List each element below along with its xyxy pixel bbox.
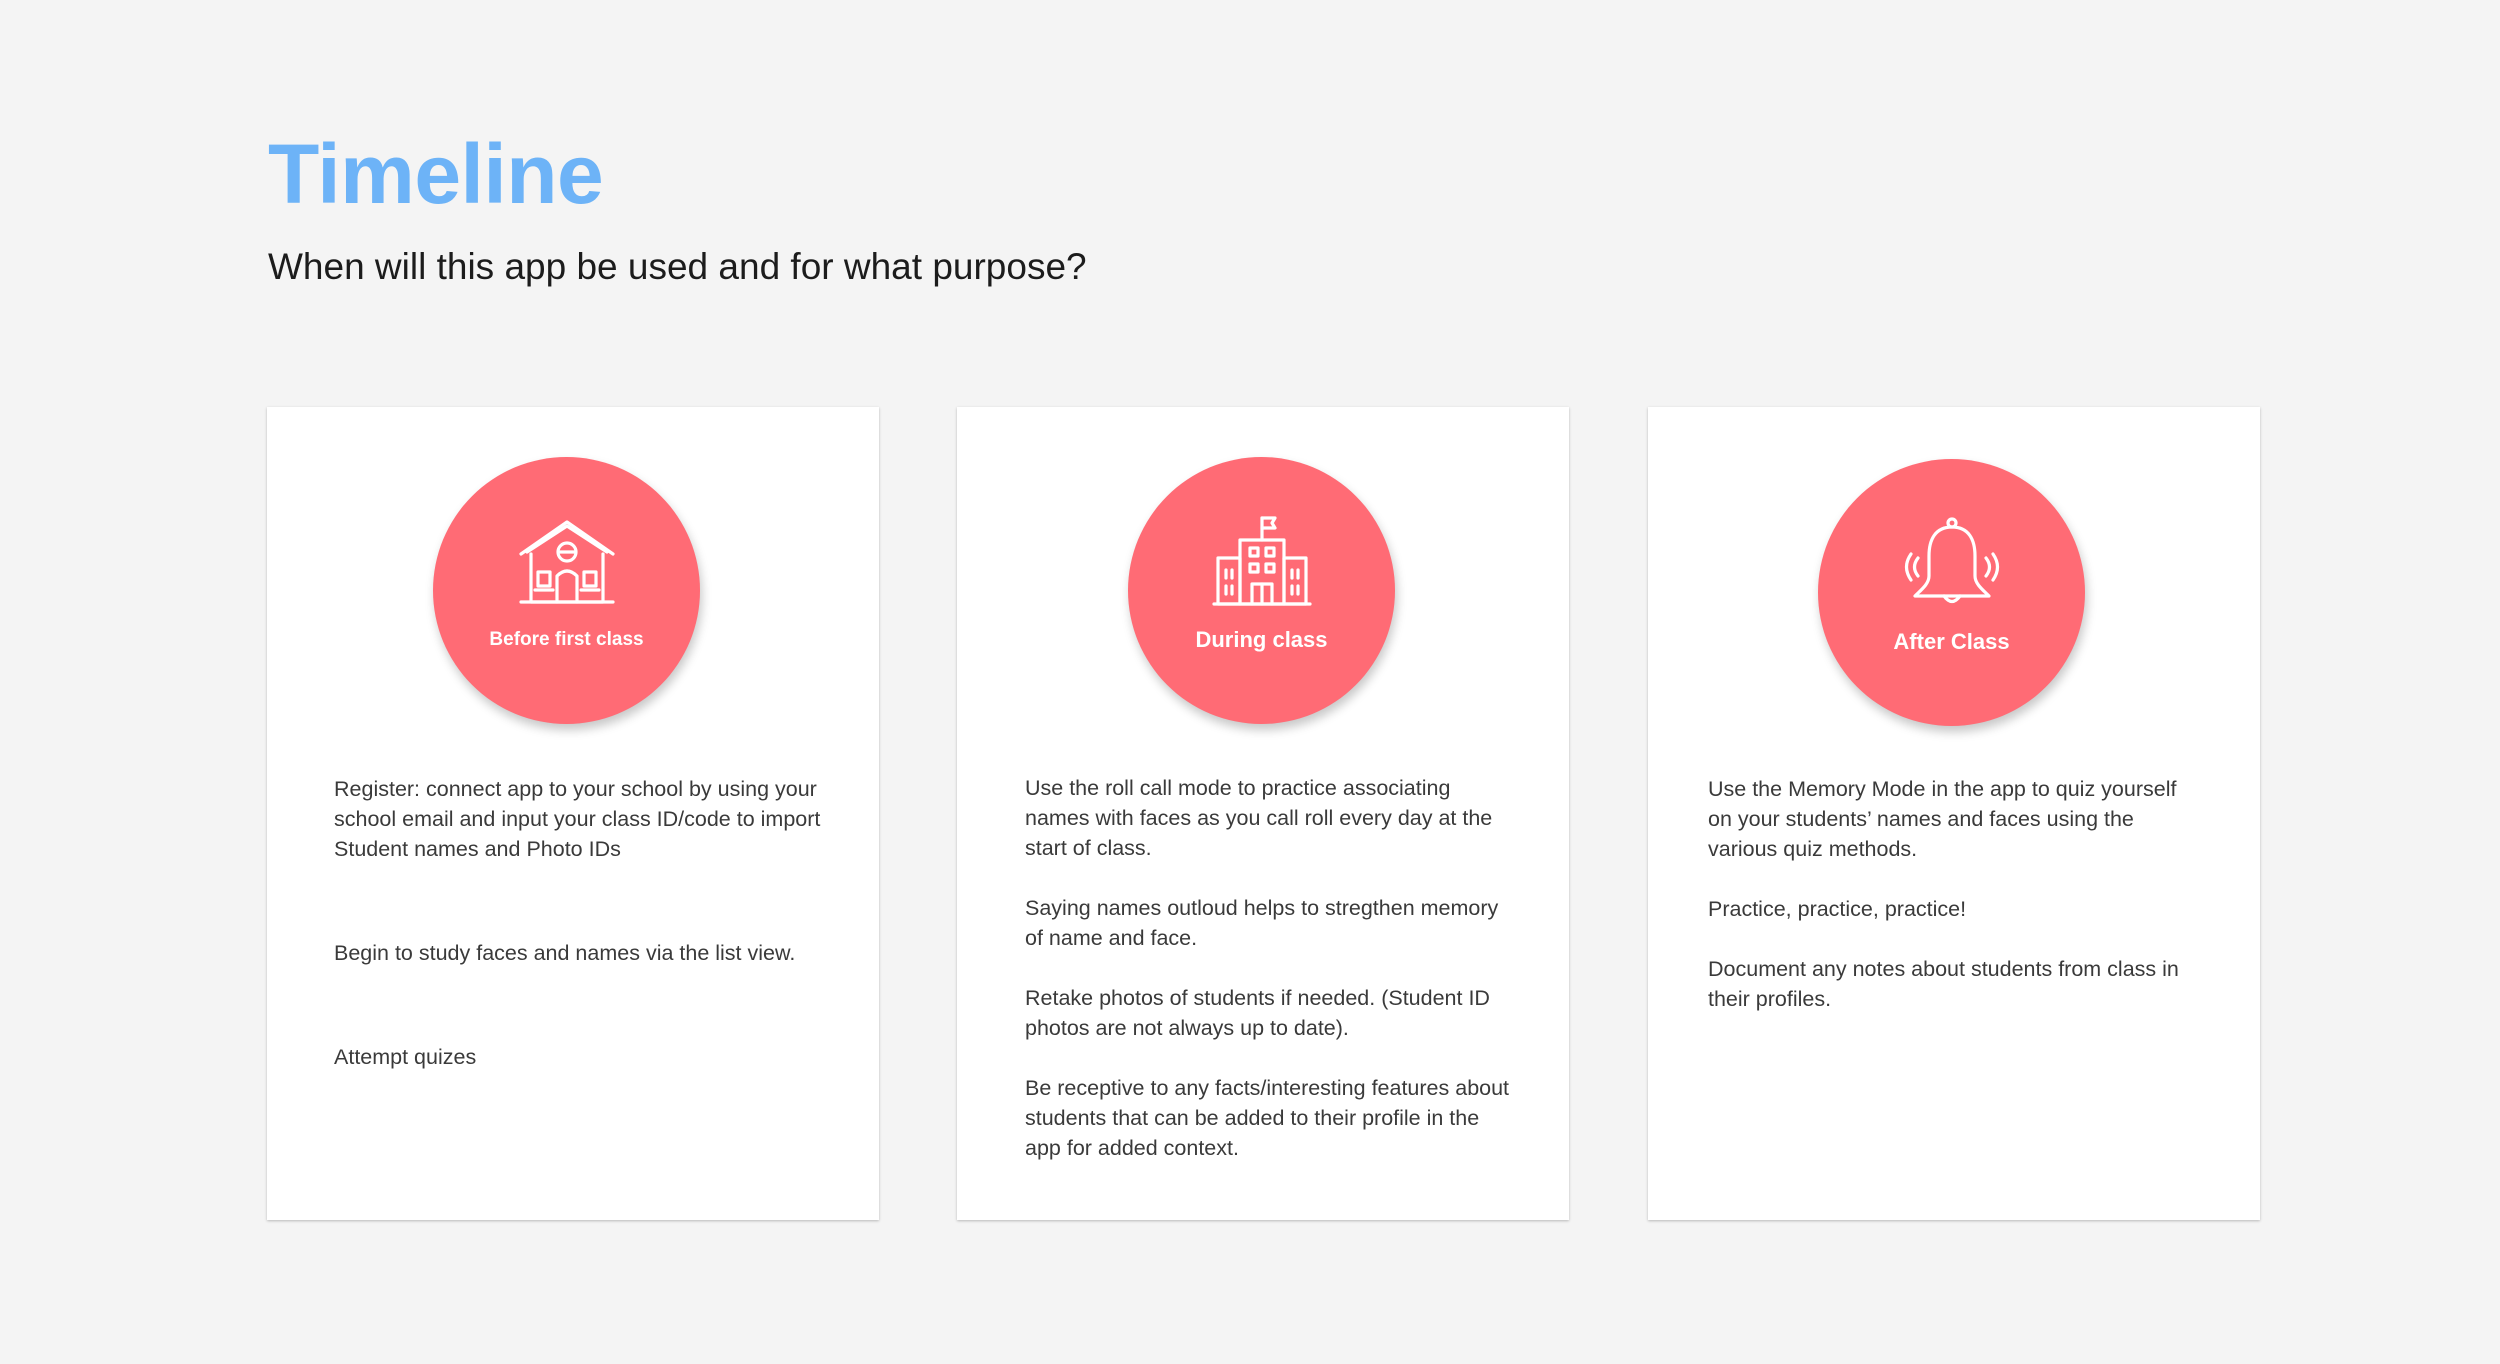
school-building-icon xyxy=(1211,512,1312,612)
stage-label: After Class xyxy=(1893,629,2010,654)
card-paragraph: Retake photos of students if needed. (St… xyxy=(1025,986,1490,1040)
stage-label: During class xyxy=(1195,627,1328,652)
page-subtitle: When will this app be used and for what … xyxy=(268,246,1087,287)
timeline-card-during-class: During class Use the roll call mode to p… xyxy=(957,407,1569,1220)
stage-badge: During class xyxy=(1128,457,1395,724)
house-icon xyxy=(517,512,617,612)
page-title: Timeline xyxy=(268,127,604,221)
ringing-bell-icon xyxy=(1902,514,2002,614)
card-paragraph: Begin to study faces and names via the l… xyxy=(334,941,796,965)
card-paragraph: Be receptive to any facts/interesting fe… xyxy=(1025,1076,1510,1160)
card-description: Register: connect app to your school by … xyxy=(334,774,824,1146)
timeline-card-before-first-class: Before first class Register: connect app… xyxy=(267,407,879,1220)
stage-label: Before first class xyxy=(489,629,644,650)
card-paragraph: Document any notes about students from c… xyxy=(1708,957,2179,1011)
card-paragraph: Use the Memory Mode in the app to quiz y… xyxy=(1708,777,2177,861)
card-paragraph: Practice, practice, practice! xyxy=(1708,897,1967,921)
stage-badge: Before first class xyxy=(433,457,700,724)
card-paragraph: Use the roll call mode to practice assoc… xyxy=(1025,776,1493,860)
card-paragraph: Register: connect app to your school by … xyxy=(334,777,821,861)
card-paragraph: Saying names outloud helps to stregthen … xyxy=(1025,896,1499,950)
stage-badge: After Class xyxy=(1818,459,2085,726)
timeline-card-after-class: After Class Use the Memory Mode in the a… xyxy=(1648,407,2260,1220)
card-description: Use the Memory Mode in the app to quiz y… xyxy=(1708,774,2205,1044)
card-description: Use the roll call mode to practice assoc… xyxy=(1025,773,1514,1193)
card-paragraph: Attempt quizes xyxy=(334,1045,477,1069)
